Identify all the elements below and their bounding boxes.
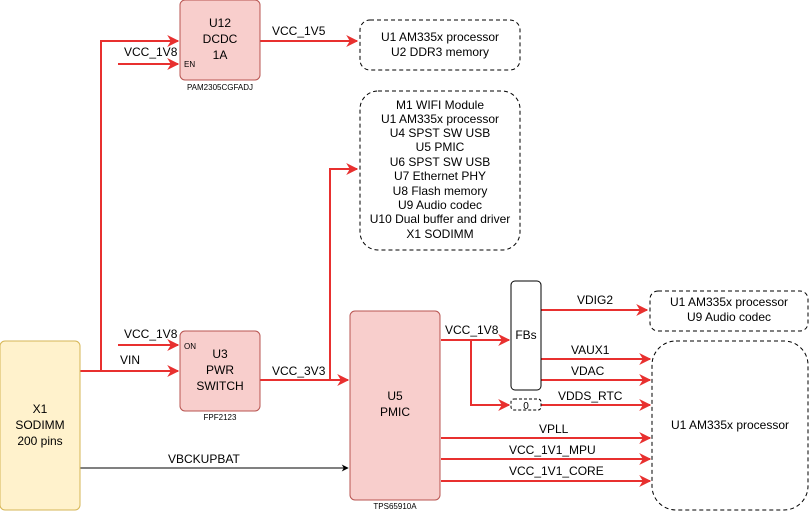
u3-box bbox=[179, 330, 261, 412]
load-processor-line-0: U1 AM335x processor bbox=[671, 418, 789, 432]
zero-ohm-block: 0 bbox=[510, 398, 542, 412]
net-label-vcc1v8-top: VCC_1V8 bbox=[124, 45, 178, 59]
load-vcc1v5-line-0: U1 AM335x processor bbox=[381, 30, 499, 44]
u12-line-1: DCDC bbox=[203, 32, 238, 46]
x1-line-1: SODIMM bbox=[15, 418, 64, 432]
load-vcc3v3-line-6: U8 Flash memory bbox=[393, 184, 488, 198]
load-vcc3v3-line-3: U5 PMIC bbox=[416, 140, 465, 154]
load-processor-box bbox=[651, 340, 809, 511]
u12-line-2: 1A bbox=[213, 48, 228, 62]
zero-ohm-label: 0 bbox=[523, 401, 529, 412]
zero-ohm-box bbox=[510, 398, 542, 411]
load-vcc3v3-line-2: U4 SPST SW USB bbox=[390, 126, 490, 140]
load-vcc1v5: U1 AM335x processor U2 DDR3 memory bbox=[359, 19, 521, 71]
net-labels: VCC_1V8 VCC_1V5 VCC_1V8 VIN VCC_3V3 VBCK… bbox=[120, 24, 623, 478]
load-vcc3v3-line-7: U9 Audio codec bbox=[398, 198, 482, 212]
x1-box bbox=[0, 340, 81, 511]
net-label-vcc1v5: VCC_1V5 bbox=[272, 24, 326, 38]
u5-part-number: TPS65910A bbox=[373, 502, 417, 511]
wire-x1-to-u12 bbox=[80, 35, 180, 372]
u12-dcdc-block: U12 DCDC 1A EN PAM2305CGFADJ bbox=[179, 0, 261, 92]
load-vcc3v3-line-1: U1 AM335x processor bbox=[381, 112, 499, 126]
load-vcc3v3-line-4: U6 SPST SW USB bbox=[390, 155, 490, 169]
u5-line-1: PMIC bbox=[380, 405, 410, 419]
load-vcc3v3-line-9: X1 SODIMM bbox=[406, 227, 473, 241]
load-vcc3v3-line-8: U10 Dual buffer and driver bbox=[370, 212, 511, 226]
net-label-vdds-rtc: VDDS_RTC bbox=[558, 389, 623, 403]
wires bbox=[80, 35, 652, 487]
u3-line-0: U3 bbox=[212, 347, 228, 361]
u12-line-0: U12 bbox=[209, 16, 231, 30]
x1-line-2: 200 pins bbox=[17, 434, 62, 448]
load-vcc1v5-box bbox=[359, 19, 521, 71]
u3-pin-on: ON bbox=[184, 342, 196, 351]
u3-line-2: SWITCH bbox=[196, 379, 243, 393]
net-label-vcc3v3: VCC_3V3 bbox=[272, 364, 326, 378]
net-label-vdig2: VDIG2 bbox=[577, 293, 613, 307]
load-vdig2: U1 AM335x processor U9 Audio codec bbox=[649, 290, 809, 332]
net-label-vpll: VPLL bbox=[539, 422, 569, 436]
net-label-vin: VIN bbox=[120, 353, 140, 367]
u12-box bbox=[179, 0, 261, 81]
u5-line-0: U5 bbox=[387, 389, 403, 403]
x1-line-0: X1 bbox=[33, 402, 48, 416]
net-label-vaux1: VAUX1 bbox=[571, 343, 610, 357]
u3-power-switch-block: U3 PWR SWITCH ON FPF2123 bbox=[179, 330, 261, 422]
wire-vcc3v3-to-loads bbox=[329, 163, 359, 380]
u3-line-1: PWR bbox=[206, 363, 234, 377]
u5-pmic-block: U5 PMIC TPS65910A bbox=[349, 310, 441, 511]
wire-pmic-vcc1v8-to-zero bbox=[470, 340, 511, 411]
load-processor: U1 AM335x processor bbox=[651, 340, 809, 511]
fbs-label: FBs bbox=[515, 328, 536, 342]
load-vcc3v3: M1 WIFI Module U1 AM335x processor U4 SP… bbox=[359, 90, 521, 251]
net-label-vcc1v1-mpu: VCC_1V1_MPU bbox=[509, 443, 596, 457]
load-vcc3v3-box bbox=[359, 90, 521, 251]
u5-box bbox=[349, 310, 441, 501]
net-label-vcc1v1-core: VCC_1V1_CORE bbox=[509, 464, 604, 478]
net-label-vcc1v8-pmic: VCC_1V8 bbox=[445, 323, 499, 337]
load-vcc1v5-line-1: U2 DDR3 memory bbox=[391, 45, 489, 59]
u12-part-number: PAM2305CGFADJ bbox=[187, 83, 253, 92]
fbs-box bbox=[510, 280, 542, 391]
u3-part-number: FPF2123 bbox=[204, 413, 237, 422]
load-vcc3v3-line-0: M1 WIFI Module bbox=[396, 98, 484, 112]
load-vdig2-line-0: U1 AM335x processor bbox=[670, 295, 788, 309]
ferrite-beads-block: FBs bbox=[510, 280, 542, 391]
u12-pin-en: EN bbox=[184, 60, 195, 69]
load-vcc3v3-line-5: U7 Ethernet PHY bbox=[394, 169, 486, 183]
net-label-vcc1v8-u3: VCC_1V8 bbox=[124, 327, 178, 341]
net-label-vbckupbat: VBCKUPBAT bbox=[168, 452, 240, 466]
load-vdig2-line-1: U9 Audio codec bbox=[687, 310, 771, 324]
net-label-vdac: VDAC bbox=[571, 364, 605, 378]
load-vdig2-box bbox=[649, 290, 809, 332]
x1-sodimm-block: X1 SODIMM 200 pins bbox=[0, 340, 81, 511]
